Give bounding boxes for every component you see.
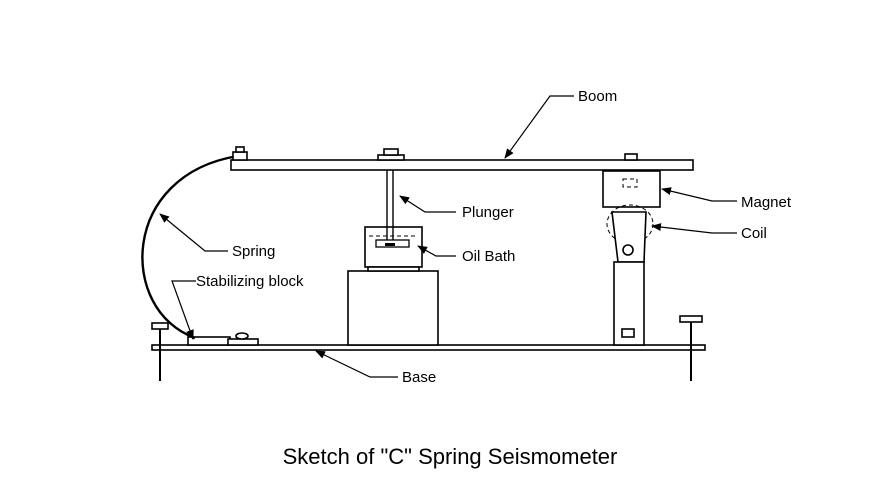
leveling-screw-right [679,315,703,381]
label-plunger: Plunger [462,204,514,221]
label-base: Base [402,369,436,386]
label-magnet: Magnet [741,194,792,211]
stabilizing-block [187,332,259,346]
label-coil: Coil [741,225,767,242]
c-spring [141,154,239,340]
label-spring: Spring [232,243,275,260]
plunger [386,166,394,240]
label-stabilizing-block: Stabilizing block [196,273,304,290]
magnet [602,170,661,208]
support-block [347,270,439,346]
coil [606,204,654,346]
label-boom: Boom [578,88,617,105]
diagram-title: Sketch of "C" Spring Seismometer [283,444,618,469]
leader-lines [159,95,737,378]
label-oil-bath: Oil Bath [462,248,515,265]
boom [230,146,694,171]
leveling-screw-left [151,322,169,381]
